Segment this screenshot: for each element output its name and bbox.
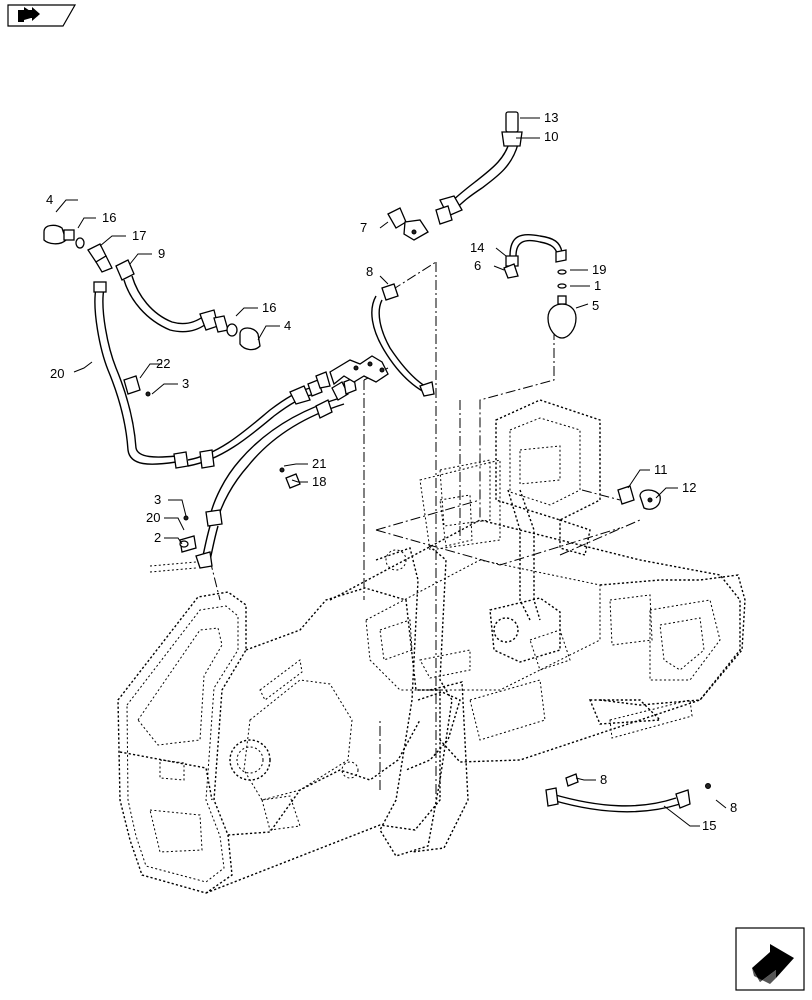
callout-17: 17 — [132, 228, 146, 243]
callout-1: 1 — [594, 278, 601, 293]
accumulator-5 — [547, 295, 577, 339]
callout-5: 5 — [592, 298, 599, 313]
callout-labels: 13 10 4 16 17 9 7 14 6 19 1 8 5 16 4 20 … — [46, 110, 737, 833]
callout-10: 10 — [544, 129, 558, 144]
loader-frame — [117, 399, 746, 894]
hose-assembly-10 — [435, 111, 523, 225]
callout-11: 11 — [654, 462, 668, 477]
leader-lines — [55, 117, 727, 827]
callout-16: 16 — [262, 300, 276, 315]
hose-assembly-8-upper — [371, 283, 435, 397]
callout-16: 16 — [102, 210, 116, 225]
callout-3: 3 — [182, 376, 189, 391]
hose-assembly-14 — [503, 233, 567, 289]
reference-lines — [209, 261, 641, 800]
callout-8: 8 — [730, 800, 737, 815]
callout-6: 6 — [474, 258, 481, 273]
callout-18: 18 — [312, 474, 326, 489]
callout-8: 8 — [600, 772, 607, 787]
callout-21: 21 — [312, 456, 326, 471]
hose-assembly-9 — [43, 224, 261, 351]
hose-assembly-20 — [93, 281, 331, 469]
next-page-arrow-icon[interactable] — [735, 927, 805, 991]
clip-2 — [179, 515, 197, 553]
callout-14: 14 — [470, 240, 484, 255]
hose-assembly-15 — [545, 773, 711, 813]
callout-15: 15 — [702, 818, 716, 833]
callout-4: 4 — [284, 318, 291, 333]
callout-2: 2 — [154, 530, 161, 545]
callout-8: 8 — [366, 264, 373, 279]
callout-3: 3 — [154, 492, 161, 507]
callout-12: 12 — [682, 480, 696, 495]
clip-18 — [279, 467, 301, 489]
callout-19: 19 — [592, 262, 606, 277]
callout-4: 4 — [46, 192, 53, 207]
fitting-11-12 — [617, 485, 661, 510]
callout-9: 9 — [158, 246, 165, 261]
callout-22: 22 — [156, 356, 170, 371]
callout-20: 20 — [50, 366, 64, 381]
fitting-7 — [387, 207, 429, 241]
callout-13: 13 — [544, 110, 558, 125]
hose-bracket — [329, 355, 389, 386]
callout-7: 7 — [360, 220, 367, 235]
previous-page-arrow-icon[interactable] — [7, 4, 77, 27]
callout-20: 20 — [146, 510, 160, 525]
clamp-22 — [123, 375, 151, 397]
